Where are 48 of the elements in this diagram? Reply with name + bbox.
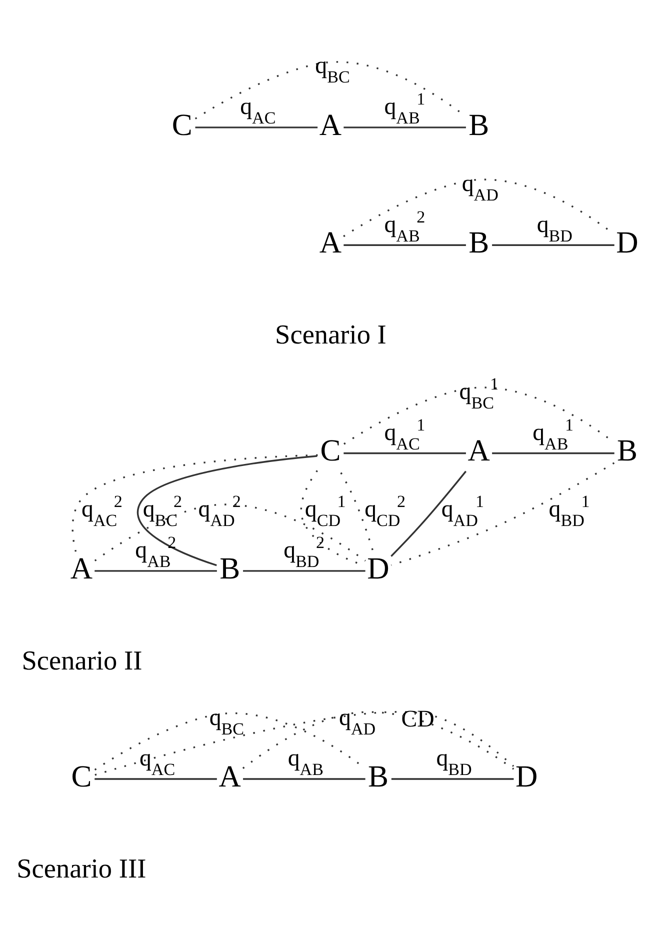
edge-label: CD — [401, 706, 434, 732]
label: Scenario I — [275, 320, 386, 350]
connector — [492, 244, 614, 246]
node-text: B — [468, 226, 490, 260]
edge-label: q$_{AC}$ — [240, 94, 276, 128]
edge-label: q$_{AD}$ — [462, 170, 498, 204]
connector — [195, 126, 318, 128]
connector — [94, 504, 366, 562]
connector — [242, 711, 514, 770]
node-text: C — [172, 108, 192, 142]
node-text: B — [220, 551, 240, 586]
node-text: A — [70, 551, 93, 586]
edge-label: q$_{AB}$ — [288, 746, 324, 780]
node-text: B — [617, 434, 638, 468]
node-text: C — [320, 434, 341, 468]
node-text: A — [468, 434, 490, 468]
node-text: D — [616, 226, 638, 260]
connector — [390, 462, 615, 566]
node-text: B — [468, 108, 490, 142]
node-text: A — [319, 108, 342, 142]
node-text: D — [367, 551, 390, 586]
node-text: B — [368, 760, 388, 794]
connector — [94, 778, 217, 780]
edge-label: q$_{BD}$ — [436, 746, 472, 780]
edge-label: q$_{BC}$ — [209, 704, 244, 738]
connector — [344, 244, 466, 246]
node-text: D — [516, 760, 538, 794]
connector — [344, 126, 466, 128]
connector — [340, 472, 374, 552]
connector — [390, 470, 467, 557]
node-text: C — [71, 760, 92, 794]
connector — [492, 452, 614, 454]
node-text: A — [319, 226, 342, 260]
label: Scenario II — [22, 646, 142, 676]
label: Scenario III — [16, 854, 146, 884]
connector — [344, 452, 466, 454]
connector — [72, 454, 318, 552]
connector — [94, 711, 514, 776]
edge-label: q$_{BC}$ — [315, 53, 350, 87]
connector — [391, 778, 514, 780]
connector — [243, 778, 366, 780]
edge-label: q$_{AD}$ — [339, 704, 376, 738]
edge-label: q$_{AC}$ — [139, 746, 176, 780]
connector — [94, 570, 217, 572]
connector — [137, 455, 318, 566]
node-text: A — [218, 760, 241, 794]
connector — [243, 570, 366, 572]
edge-label: q$_{BD}$ — [536, 212, 573, 246]
